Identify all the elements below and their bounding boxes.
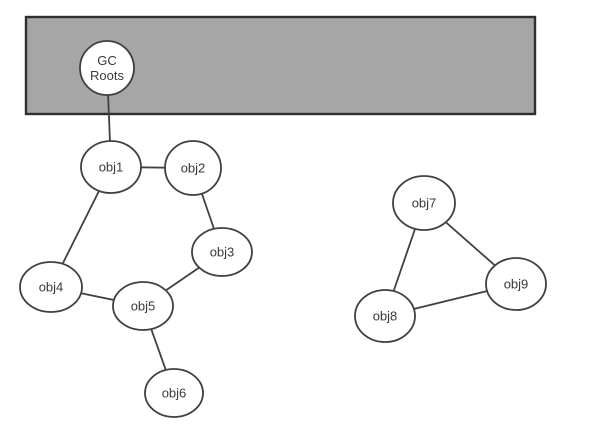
node-obj1: obj1 xyxy=(80,140,142,194)
node-obj9: obj9 xyxy=(485,257,547,311)
node-label-obj7: obj7 xyxy=(412,196,437,211)
node-label-obj3: obj3 xyxy=(210,245,235,260)
node-obj4: obj4 xyxy=(19,261,83,313)
node-obj7: obj7 xyxy=(392,175,456,231)
node-obj8: obj8 xyxy=(354,289,416,343)
node-obj3: obj3 xyxy=(191,227,253,277)
node-obj5: obj5 xyxy=(112,281,174,331)
node-label-obj6: obj6 xyxy=(162,386,187,401)
node-circle-obj5 xyxy=(112,281,174,331)
node-circle-obj2 xyxy=(164,140,222,196)
node-label-obj9: obj9 xyxy=(504,277,529,292)
node-obj6: obj6 xyxy=(144,368,204,418)
node-circle-obj8 xyxy=(354,289,416,343)
node-circle-obj3 xyxy=(191,227,253,277)
node-label-obj8: obj8 xyxy=(373,309,398,324)
node-circle-gcroots xyxy=(79,40,135,96)
node-circle-obj1 xyxy=(80,140,142,194)
node-circle-obj9 xyxy=(485,257,547,311)
node-obj2: obj2 xyxy=(164,140,222,196)
node-circle-obj6 xyxy=(144,368,204,418)
node-label-obj4: obj4 xyxy=(39,280,64,295)
node-circle-obj7 xyxy=(392,175,456,231)
node-circle-obj4 xyxy=(19,261,83,313)
edges-layer xyxy=(50,67,517,394)
node-label-obj5: obj5 xyxy=(131,299,156,314)
node-label-obj2: obj2 xyxy=(181,161,206,176)
node-label-obj1: obj1 xyxy=(99,160,124,175)
